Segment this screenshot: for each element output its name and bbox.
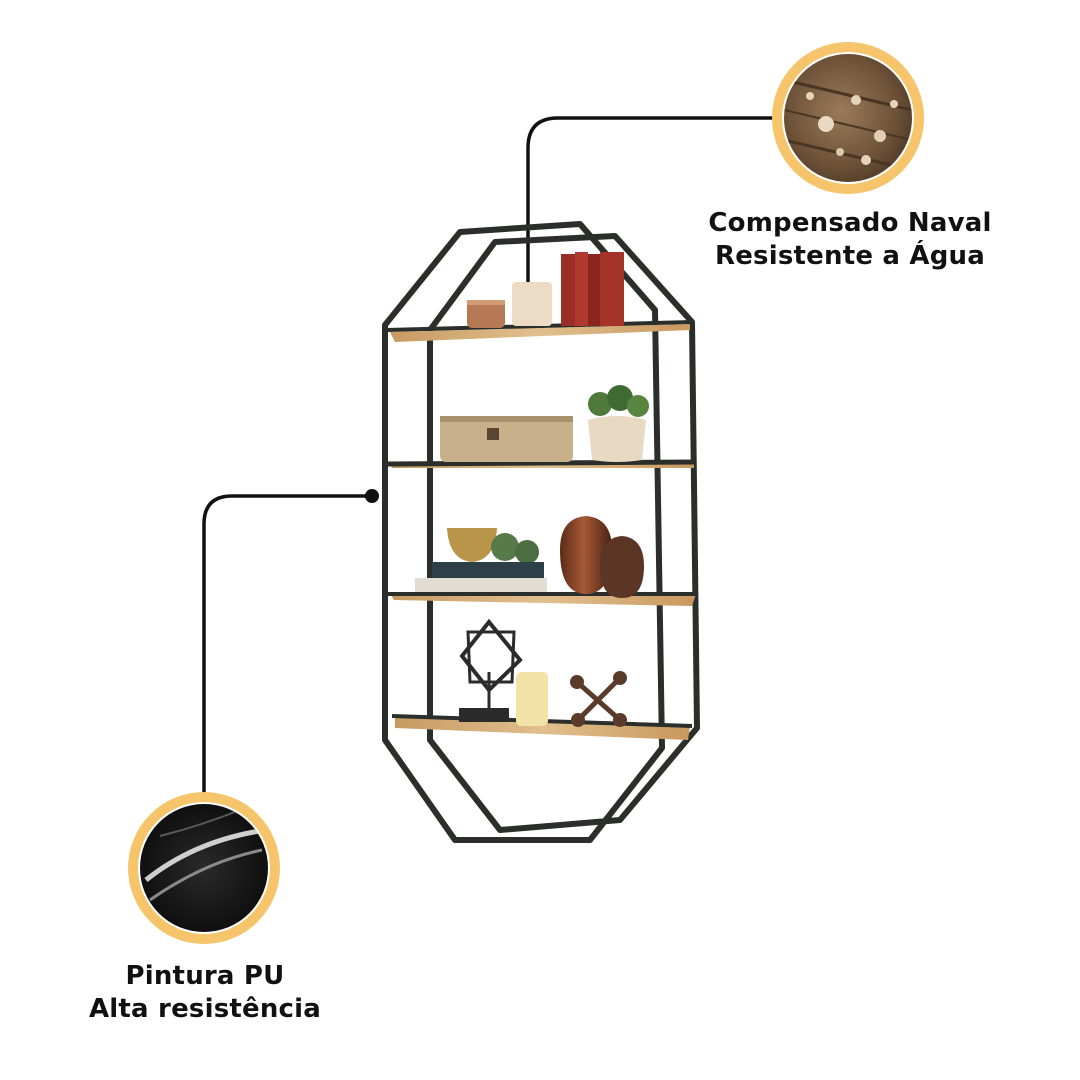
callout-pu-paint: Pintura PU Alta resistência	[70, 960, 340, 1026]
callout-naval-plywood-line1: Compensado Naval	[708, 208, 992, 238]
callout-naval-plywood-line2: Resistente a Água	[715, 241, 985, 271]
callout-naval-plywood: Compensado Naval Resistente a Água	[700, 207, 1000, 273]
decor-shelf-1	[467, 252, 624, 328]
wet-wood-droplets-icon	[772, 42, 924, 194]
shelf-unit	[382, 221, 700, 843]
callout-pu-paint-line1: Pintura PU	[125, 961, 285, 991]
connector-line-top	[526, 116, 776, 318]
decor-shelf-4	[459, 618, 627, 727]
connector-line-bottom	[202, 494, 372, 796]
decor-shelf-3	[415, 516, 644, 598]
connector-dot-bottom	[365, 489, 379, 503]
callout-pu-paint-line2: Alta resistência	[88, 994, 322, 1024]
glossy-black-paint-icon	[128, 792, 280, 944]
decor-shelf-2	[440, 385, 649, 462]
shelf-board-1	[390, 324, 690, 342]
